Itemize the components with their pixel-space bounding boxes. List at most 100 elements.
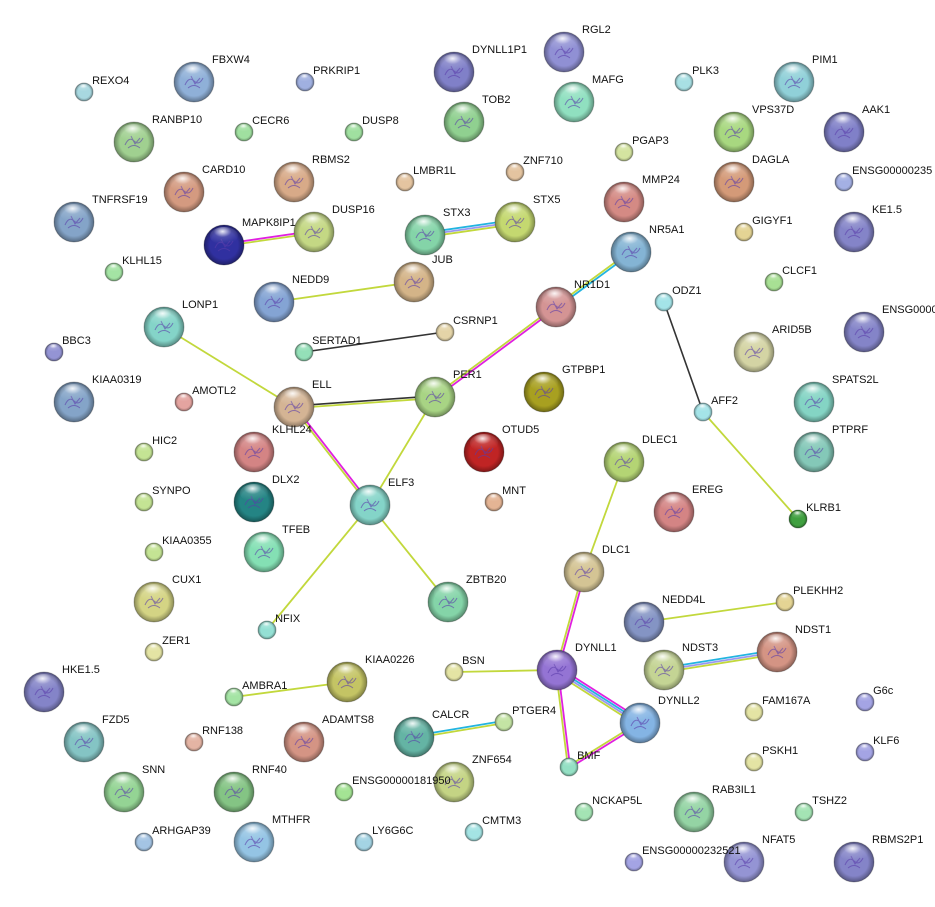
- node-label[interactable]: REXO4: [92, 75, 130, 87]
- node-arhgap39[interactable]: [134, 832, 154, 852]
- node-label[interactable]: DLX2: [272, 474, 300, 486]
- node-label[interactable]: ZBTB20: [466, 574, 507, 586]
- node-label[interactable]: CECR6: [252, 115, 290, 127]
- node-label[interactable]: ADAMTS8: [322, 714, 374, 726]
- node-label[interactable]: DAGLA: [752, 154, 790, 166]
- node-ell[interactable]: [273, 386, 315, 428]
- node-rgl2[interactable]: [543, 31, 585, 73]
- node-label[interactable]: BSN: [462, 655, 485, 667]
- node-hke1-5[interactable]: [23, 671, 65, 713]
- node-label[interactable]: AFF2: [711, 395, 738, 407]
- node-klrb1[interactable]: [788, 509, 808, 529]
- node-ensg00000235[interactable]: [834, 172, 854, 192]
- node-jub[interactable]: [393, 261, 435, 303]
- node-label[interactable]: ENSG00000232521: [642, 845, 741, 857]
- node-label[interactable]: GTPBP1: [562, 364, 606, 376]
- node-tfeb[interactable]: [243, 531, 285, 573]
- node-label[interactable]: EREG: [692, 484, 724, 496]
- node-label[interactable]: NCKAP5L: [592, 795, 643, 807]
- node-label[interactable]: DYNLL1P1: [472, 44, 528, 56]
- edge-per1-elf3[interactable]: [369, 396, 436, 506]
- node-bsn[interactable]: [444, 662, 464, 682]
- node-ke1-5[interactable]: [833, 211, 875, 253]
- node-pim1[interactable]: [773, 61, 815, 103]
- node-ptprf[interactable]: [793, 431, 835, 473]
- node-label[interactable]: AMBRA1: [242, 680, 288, 692]
- node-plk3[interactable]: [674, 72, 694, 92]
- node-label[interactable]: CALCR: [432, 709, 470, 721]
- node-label[interactable]: PSKH1: [762, 745, 799, 757]
- node-label[interactable]: DLEC1: [642, 434, 678, 446]
- node-fbxw4[interactable]: [173, 61, 215, 103]
- node-label[interactable]: KE1.5: [872, 204, 902, 216]
- node-label[interactable]: RNF138: [202, 725, 244, 737]
- node-tshz2[interactable]: [794, 802, 814, 822]
- node-label[interactable]: ZNF654: [472, 754, 512, 766]
- node-rexo4[interactable]: [74, 82, 94, 102]
- node-dynll1[interactable]: [536, 649, 578, 691]
- node-nr1d1[interactable]: [535, 286, 577, 328]
- node-label[interactable]: HIC2: [152, 435, 178, 447]
- node-label[interactable]: PIM1: [812, 54, 838, 66]
- node-label[interactable]: PRKRIP1: [313, 65, 361, 77]
- node-label[interactable]: TFEB: [282, 524, 311, 536]
- node-kiaa0226[interactable]: [326, 661, 368, 703]
- node-card10[interactable]: [163, 171, 205, 213]
- node-zbtb20[interactable]: [427, 581, 469, 623]
- node-label[interactable]: RAB3IL1: [712, 784, 757, 796]
- node-mthfr[interactable]: [233, 821, 275, 863]
- node-label[interactable]: CLCF1: [782, 265, 817, 277]
- node-label[interactable]: RBMS2: [312, 154, 350, 166]
- node-label[interactable]: STX5: [533, 194, 561, 206]
- node-label[interactable]: STX3: [443, 207, 471, 219]
- node-snn[interactable]: [103, 771, 145, 813]
- edge-elf3-zbtb20[interactable]: [369, 504, 449, 603]
- node-otud5[interactable]: [463, 431, 505, 473]
- node-label[interactable]: MTHFR: [272, 814, 311, 826]
- node-dynll2[interactable]: [619, 702, 661, 744]
- node-label[interactable]: TNFRSF19: [92, 194, 148, 206]
- node-pskh1[interactable]: [744, 752, 764, 772]
- edge-sertad1-csrnp1[interactable]: [303, 331, 446, 353]
- node-label[interactable]: FZD5: [102, 714, 130, 726]
- edge-nedd9-jub[interactable]: [273, 281, 415, 303]
- node-label[interactable]: DYNLL1: [575, 642, 617, 654]
- node-znf710[interactable]: [505, 162, 525, 182]
- node-label[interactable]: KLHL24: [272, 424, 312, 436]
- node-label[interactable]: RGL2: [582, 24, 611, 36]
- node-label[interactable]: SYNPO: [152, 485, 191, 497]
- edge-ell-elf3[interactable]: [292, 405, 372, 507]
- node-mmp24[interactable]: [603, 181, 645, 223]
- node-nckap5l[interactable]: [574, 802, 594, 822]
- node-fzd5[interactable]: [63, 721, 105, 763]
- node-label[interactable]: NEDD4L: [662, 594, 706, 606]
- node-label[interactable]: KLHL15: [122, 255, 162, 267]
- node-hic2[interactable]: [134, 442, 154, 462]
- node-label[interactable]: ENSG00000181950: [352, 775, 451, 787]
- node-label[interactable]: PLK3: [692, 65, 720, 77]
- edge-aff2-klrb1[interactable]: [702, 411, 799, 520]
- node-rnf40[interactable]: [213, 771, 255, 813]
- node-rbms2p1[interactable]: [833, 841, 875, 883]
- node-label[interactable]: PGAP3: [632, 135, 669, 147]
- node-lmbr1l[interactable]: [395, 172, 415, 192]
- node-klf6[interactable]: [855, 742, 875, 762]
- node-label[interactable]: ARID5B: [772, 324, 812, 336]
- node-mapk8ip1[interactable]: [203, 224, 245, 266]
- node-label[interactable]: MMP24: [642, 174, 680, 186]
- node-label[interactable]: CSRNP1: [453, 315, 498, 327]
- node-label[interactable]: PLEKHH2: [793, 585, 844, 597]
- node-label[interactable]: G6c: [873, 685, 894, 697]
- node-adamts8[interactable]: [283, 721, 325, 763]
- node-tnfrsf19[interactable]: [53, 201, 95, 243]
- node-label[interactable]: DUSP8: [362, 115, 399, 127]
- node-label[interactable]: CMTM3: [482, 815, 522, 827]
- node-label[interactable]: FAM167A: [762, 695, 811, 707]
- node-gigyf1[interactable]: [734, 222, 754, 242]
- node-ereg[interactable]: [653, 491, 695, 533]
- node-dynll1p1[interactable]: [433, 51, 475, 93]
- node-dagla[interactable]: [713, 161, 755, 203]
- node-dlx2[interactable]: [233, 481, 275, 523]
- node-dlec1[interactable]: [603, 441, 645, 483]
- node-prkrip1[interactable]: [295, 72, 315, 92]
